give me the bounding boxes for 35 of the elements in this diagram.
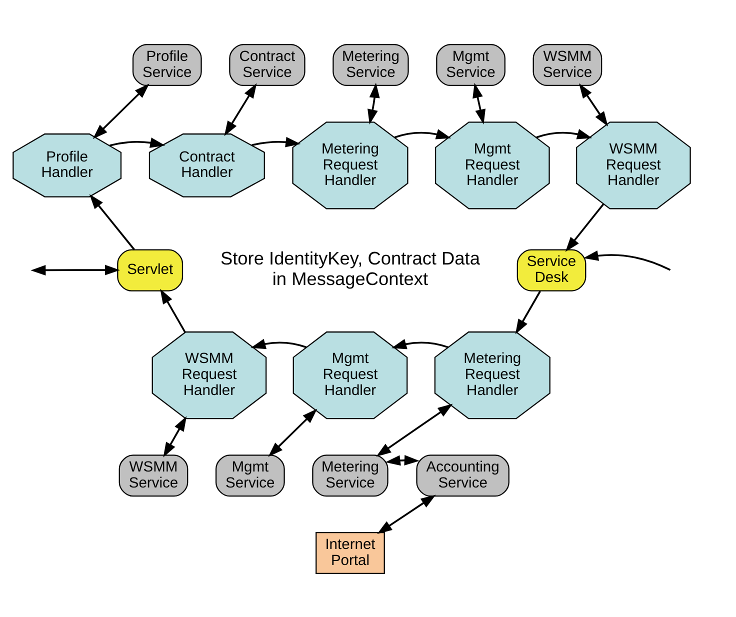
arrow	[163, 416, 187, 457]
arrow	[583, 250, 671, 270]
arrow	[565, 203, 604, 252]
arrow	[89, 194, 135, 250]
arrow	[515, 290, 541, 334]
arrow	[391, 338, 449, 349]
arrow	[536, 128, 592, 139]
node-box: Accounting Service	[416, 454, 510, 496]
label: Store IdentityKey, Contract Data in MessageContext	[220, 248, 480, 288]
arrow	[472, 82, 486, 124]
arrow	[377, 494, 436, 534]
node-box: Contract Service	[229, 43, 306, 86]
arrow	[30, 264, 120, 275]
arrow	[250, 338, 307, 349]
node-box: WSMM Service	[118, 454, 188, 496]
arrow	[376, 403, 453, 456]
node-box: Service Desk	[516, 248, 586, 291]
node-box: Metering Service	[332, 43, 409, 86]
node-box: Internet Portal	[316, 531, 385, 574]
arrow	[368, 82, 380, 124]
arrow	[578, 82, 608, 126]
node-box: Profile Service	[132, 43, 202, 86]
node-box: WSMM Service	[532, 43, 602, 86]
arrow	[394, 128, 452, 139]
arrow	[268, 408, 318, 456]
arrow	[224, 82, 257, 136]
arrow	[92, 83, 150, 139]
node-box: Mgmt Service	[215, 454, 285, 496]
arrow	[109, 137, 166, 148]
arrow	[385, 454, 420, 466]
arrow	[252, 136, 301, 147]
node-box: Servlet	[117, 248, 184, 291]
node-box: Mgmt Service	[436, 43, 506, 86]
node-box: Metering Service	[312, 454, 388, 496]
arrow	[160, 288, 186, 332]
